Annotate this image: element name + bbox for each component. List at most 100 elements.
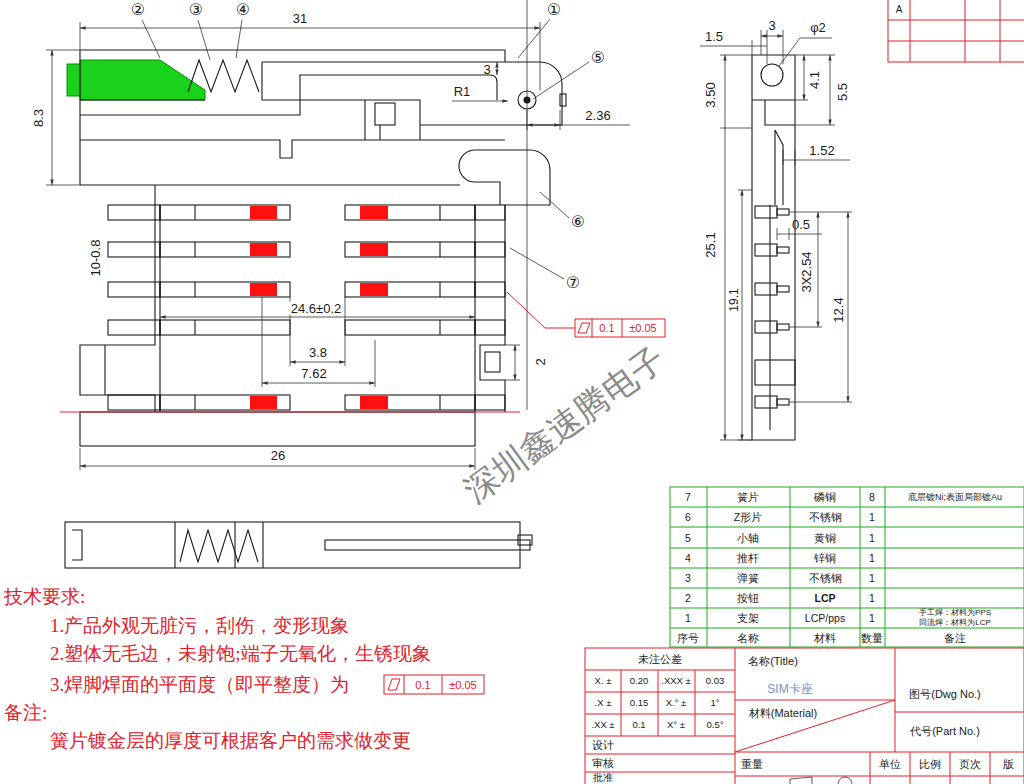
- dimension-line: [515, 345, 516, 380]
- leader-line: [452, 101, 508, 102]
- table-cell: 底层镀Ni;表面局部镀Au: [908, 493, 1002, 502]
- dimension-line: [80, 28, 540, 29]
- side-contact: [755, 206, 789, 218]
- side-view: [752, 55, 795, 440]
- table-cell: 1: [869, 613, 875, 624]
- dimension-line: [160, 317, 475, 318]
- title-block-cell: 名称(Title): [748, 656, 798, 667]
- table-cell: Z形片: [734, 512, 762, 523]
- contact-pads: [250, 396, 388, 409]
- dimension-line: [700, 46, 767, 47]
- table-cell: 按钮: [737, 593, 759, 604]
- table-cell: 簧片: [737, 492, 759, 503]
- table-cell: 1: [869, 553, 875, 564]
- dimension: R1: [454, 85, 471, 98]
- table-cell: 1: [869, 593, 875, 604]
- dimension-line: [262, 383, 375, 384]
- dimension: 24.6±0.2: [289, 302, 344, 315]
- pivot-pin: [524, 97, 531, 104]
- dimension: φ2: [810, 21, 826, 34]
- flatness-leader: [507, 292, 575, 328]
- tolerance-frame: [575, 319, 665, 337]
- base-plate: [80, 412, 475, 446]
- dimension: 7.62: [299, 367, 328, 380]
- table-header: 备注: [944, 632, 966, 643]
- tolerance-cell: .XX ±: [591, 720, 614, 730]
- side-pivot: [761, 64, 783, 86]
- spring: [180, 530, 258, 562]
- table-cell: 1: [685, 613, 691, 624]
- table-cell: 黄铜: [814, 532, 836, 543]
- note-line: 2.塑体无毛边，未射饱;端子无氧化，生锈现象: [50, 644, 431, 663]
- side-box: [755, 360, 795, 385]
- tolerance-cell: .X ±: [595, 698, 612, 708]
- title-block-cell: 页次: [959, 759, 981, 770]
- revision-table: [888, 0, 1024, 62]
- button-tab: [67, 64, 80, 96]
- title-block-cell: 重量: [741, 759, 763, 770]
- callout-leader: [142, 19, 589, 279]
- note-line: 簧片镀金层的厚度可根据客户的需求做变更: [50, 731, 411, 750]
- projection-symbol: [790, 777, 812, 784]
- extension-line: [46, 50, 80, 185]
- title-block-cell: 单位: [879, 759, 901, 770]
- table-cell: 锌铜: [814, 553, 836, 564]
- bottom-view: [65, 522, 520, 568]
- tolerance-cell: 0.20: [630, 676, 649, 686]
- dimension: 8.3: [32, 109, 45, 127]
- callout-number: ⑦: [566, 275, 580, 291]
- table-cell: 磷铜: [814, 492, 836, 503]
- tolerance-frame: [384, 675, 484, 694]
- dimension: 12.4: [832, 295, 845, 324]
- drawing-title: SIM卡座: [767, 683, 812, 695]
- callout-number: ④: [236, 2, 250, 18]
- title-block-grid: [585, 648, 1024, 784]
- center-line: [60, 412, 520, 413]
- title-block-cell: 审核: [592, 758, 614, 769]
- table-cell: 8: [869, 492, 875, 503]
- tolerance-cell: 1°: [710, 698, 719, 708]
- table-cell: 6: [685, 512, 691, 523]
- table-cell: 小轴: [737, 532, 759, 543]
- dimension: 3: [483, 63, 490, 76]
- dimension: 19.1: [728, 288, 740, 311]
- contact-row: [108, 395, 505, 410]
- dimension: 26: [269, 449, 287, 462]
- extension-line: [80, 448, 475, 470]
- extension-line: [80, 22, 540, 90]
- z-plate: [459, 150, 550, 205]
- dimension: 3: [768, 19, 775, 32]
- tolerance-cell: X. ±: [595, 676, 612, 686]
- tolerance-value: ±0.05: [629, 323, 656, 334]
- dimension: 0.5: [792, 218, 810, 231]
- table-cell: LCP/pps: [805, 613, 845, 624]
- z-plate-tab: [518, 535, 532, 545]
- contact-row: [108, 282, 505, 297]
- title-block: [585, 648, 1024, 784]
- callout-number: ②: [131, 2, 145, 18]
- note-line: 3.焊脚焊面的平面度（即平整度）为: [50, 675, 349, 694]
- latch: [80, 100, 505, 158]
- tolerance-cell: 0.5°: [706, 720, 723, 730]
- contact-pads: [250, 206, 388, 219]
- table-header: 名称: [737, 632, 759, 643]
- tolerance-value: 0.1: [415, 680, 430, 691]
- latch-window: [375, 103, 395, 125]
- table-cell: 手工焊：材料为PPS: [919, 609, 991, 617]
- callout-number: ③: [189, 2, 203, 18]
- button-part: [80, 60, 205, 100]
- dimension-line: [848, 212, 849, 402]
- dimension: 2: [534, 358, 547, 365]
- tolerance-cell: X.° ±: [666, 698, 687, 708]
- title-block-cell: 图号(Dwg No.): [909, 689, 981, 700]
- note-line: 1.产品外观无脏污，刮伤，变形现象: [50, 616, 349, 635]
- table-cell: 5: [685, 532, 691, 543]
- dimension-line: [783, 160, 850, 161]
- spring: [188, 60, 259, 92]
- table-cell: 弹簧: [737, 573, 759, 584]
- table-cell: 推杆: [737, 553, 759, 564]
- bottom-view-detail: [72, 522, 263, 568]
- parts-table: [670, 487, 1024, 647]
- table-header: 数量: [861, 632, 883, 643]
